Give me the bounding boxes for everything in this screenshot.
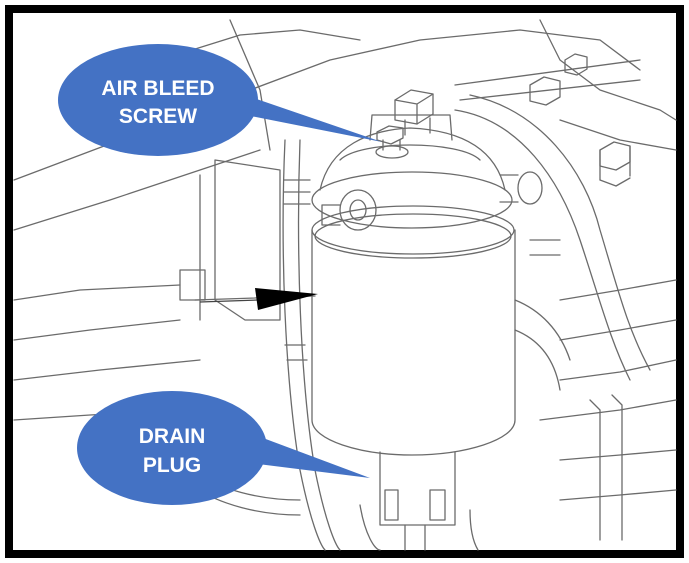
callout-label-line1: DRAIN [139,425,206,448]
pointer-line [199,299,259,303]
callout-bubble [77,391,267,505]
callout-bubble [58,44,258,156]
callout-label-line1: AIR BLEED [101,77,214,100]
callout-label-line2: PLUG [143,454,201,477]
callout-label-line2: SCREW [119,105,197,128]
callout-air-bleed-screw: AIR BLEED SCREW [58,44,382,156]
engine-line-art [13,19,677,551]
callout-drain-plug: DRAIN PLUG [77,391,370,505]
arrow-icon [255,288,318,310]
